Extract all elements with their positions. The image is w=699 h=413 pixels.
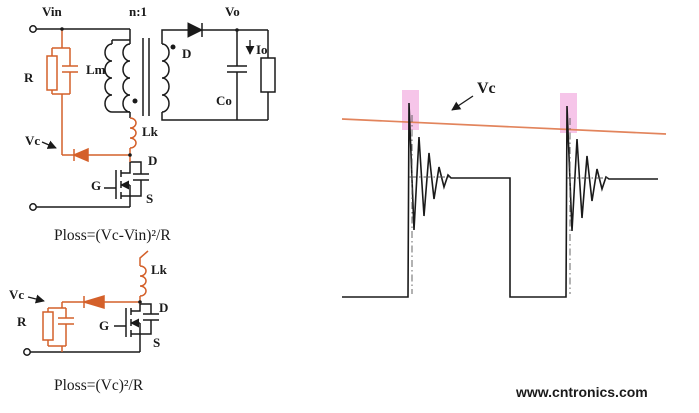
gate-label: G [99, 318, 109, 333]
lk-top-stub [139, 250, 149, 266]
lm-coil [104, 43, 113, 113]
drain-label: D [159, 300, 168, 315]
secondary-polarity-dot [170, 44, 176, 50]
co-plates [227, 65, 247, 73]
turns-ratio-label: n:1 [129, 4, 147, 19]
watermark: www.cntronics.com [515, 384, 648, 400]
r-leads [47, 307, 62, 347]
vc-leader-arrow [451, 95, 474, 111]
source-lead [121, 195, 131, 207]
main-circuit-labels: Vin n:1 Vo Lm D Io Co R Vc Lk G D S Plos… [24, 4, 268, 244]
waveform-panel: Vc [341, 80, 667, 298]
secondary-coil [161, 43, 170, 113]
coss-plates [143, 313, 159, 321]
coss-branch [140, 303, 152, 335]
secondary-bottom-wire [161, 112, 268, 121]
lk-label: Lk [151, 262, 168, 277]
main-black-wires [36, 23, 276, 208]
snubber-c-leads [62, 47, 71, 95]
clamp-loss-formula: Ploss=(Vc)²/R [54, 377, 144, 394]
junction-dot-drain [138, 300, 142, 304]
junction-dot-drain [128, 153, 132, 157]
source-label: S [146, 191, 153, 206]
junction-dot-co [235, 28, 239, 32]
transformer-core [142, 38, 150, 116]
vc-pointer-arrow [41, 140, 57, 149]
spike-highlight-2 [560, 93, 577, 133]
snubber-network [46, 29, 137, 163]
waveform-vc-label: Vc [477, 80, 496, 97]
lk-label: Lk [142, 124, 159, 139]
spike-highlight-1 [402, 90, 419, 130]
vin-label: Vin [42, 4, 63, 19]
clamp-circuit: Vc R G Lk D S Ploss=(Vc)²/R [9, 250, 168, 394]
clamp-gnd-terminal [23, 348, 31, 356]
clamp-black-wires [30, 302, 159, 353]
gnd-terminal [29, 203, 37, 211]
lk-coil [139, 265, 147, 297]
clamp-cap-plates [58, 317, 74, 325]
vc-pointer-arrow [27, 294, 45, 304]
clamp-orange-network [42, 250, 149, 352]
vc-label: Vc [25, 133, 40, 148]
main-loss-formula: Ploss=(Vc-Vin)²/R [54, 227, 171, 244]
vin-terminal [29, 25, 37, 33]
source-lead [131, 333, 141, 352]
snubber-r-label: R [24, 70, 34, 85]
drain-lead [121, 162, 131, 174]
secondary-top-wire [161, 29, 188, 44]
vc-envelope-line [341, 118, 667, 135]
drain-label: D [148, 153, 157, 168]
clamp-resistor [42, 311, 54, 341]
clamp-diode [81, 294, 105, 310]
lk-coil [129, 117, 137, 149]
primary-polarity-dot [132, 98, 138, 104]
junction-dot-snubber-tap [60, 27, 64, 31]
snubber-resistor [46, 55, 58, 91]
load-box [260, 57, 276, 93]
co-label: Co [216, 93, 232, 108]
output-top-wire [202, 29, 269, 58]
snubber-diode [72, 147, 89, 163]
output-diode [187, 22, 204, 38]
primary-top-connector [111, 39, 131, 44]
switch-node-waveform [342, 102, 658, 298]
coss-branch [130, 161, 142, 197]
lm-label: Lm [86, 62, 106, 77]
main-circuit: Vin n:1 Vo Lm D Io Co R Vc Lk G D S Plos… [24, 4, 276, 244]
vo-label: Vo [225, 4, 240, 19]
source-label: S [153, 335, 160, 350]
primary-bottom-connector [112, 111, 131, 118]
top-rail [36, 28, 131, 40]
drain-lead [131, 302, 141, 312]
io-label: Io [256, 42, 268, 57]
coss-plates [133, 173, 149, 181]
output-diode-label: D [182, 46, 191, 61]
c-leads [62, 307, 67, 347]
snubber-mid-wire [61, 94, 74, 156]
clamp-circuit-labels: Vc R G Lk D S Ploss=(Vc)²/R [9, 262, 168, 394]
primary-coil [122, 43, 131, 113]
snubber-cap-plates [62, 65, 78, 73]
vc-label: Vc [9, 287, 24, 302]
snubber-r-leads [51, 47, 62, 95]
gate-label: G [91, 178, 101, 193]
r-label: R [17, 314, 27, 329]
